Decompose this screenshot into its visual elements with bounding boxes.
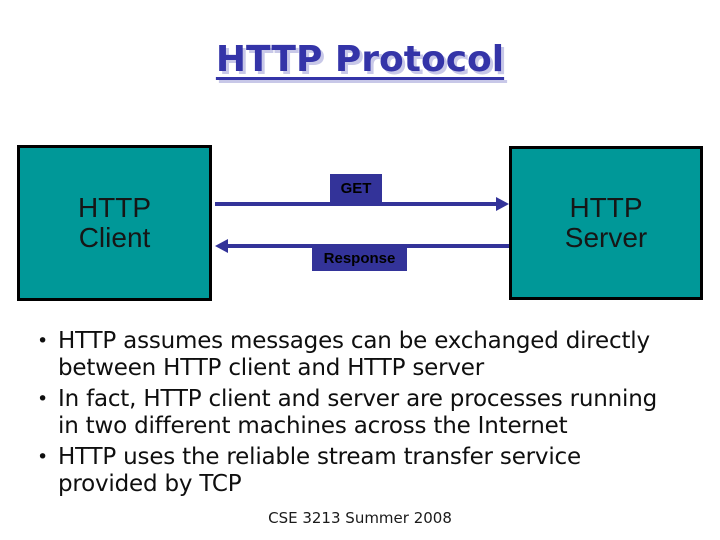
slide-footer: CSE 3213 Summer 2008: [268, 509, 452, 527]
list-item: • HTTP uses the reliable stream transfer…: [33, 444, 703, 498]
http-server-label-line2: Server: [564, 222, 648, 253]
response-message-label: Response: [312, 246, 407, 271]
list-item: • In fact, HTTP client and server are pr…: [33, 386, 703, 440]
bullet-text-line: HTTP assumes messages can be exchanged d…: [58, 328, 650, 354]
http-server-label-line1: HTTP: [569, 192, 643, 223]
bullet-text-line: between HTTP client and HTTP server: [58, 355, 484, 381]
page-title-text: HTTP Protocol: [215, 39, 505, 80]
bullet-icon: •: [37, 388, 49, 410]
http-client-box: HTTP Client: [17, 145, 212, 301]
http-client-label-line2: Client: [78, 222, 151, 253]
bullet-text-line: in two different machines across the Int…: [58, 413, 568, 439]
bullet-text-line: HTTP uses the reliable stream transfer s…: [58, 444, 581, 470]
get-arrowhead-right-icon: [496, 197, 509, 211]
page-title: HTTP Protocol: [0, 40, 720, 80]
response-arrowhead-left-icon: [215, 239, 228, 253]
get-arrow-line: [215, 202, 496, 206]
get-message-label: GET: [330, 174, 382, 203]
bullet-icon: •: [37, 446, 49, 468]
http-client-label-line1: HTTP: [77, 192, 152, 223]
bullet-icon: •: [37, 330, 49, 352]
bullet-text-line: provided by TCP: [58, 471, 242, 497]
http-server-box: HTTP Server: [509, 146, 703, 300]
bullet-list: • HTTP assumes messages can be exchanged…: [33, 328, 703, 502]
list-item: • HTTP assumes messages can be exchanged…: [33, 328, 703, 382]
bullet-text-line: In fact, HTTP client and server are proc…: [58, 386, 657, 412]
